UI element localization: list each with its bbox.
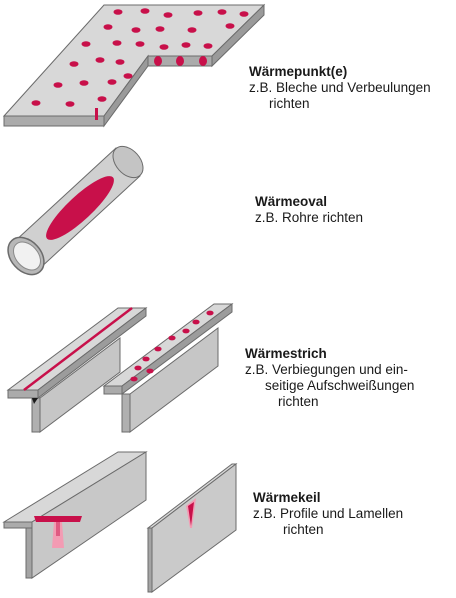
heat-point [81, 41, 91, 47]
beam-heat-points [130, 310, 214, 382]
angle-profile [2, 451, 148, 579]
heat-point [113, 9, 123, 15]
heat-wedge-top [34, 516, 82, 522]
heat-point [123, 73, 133, 79]
heat-point [107, 79, 117, 85]
heat-point [142, 356, 150, 362]
heat-oval [46, 176, 114, 240]
section-title: Wärmestrich [245, 346, 327, 361]
heat-point [112, 40, 122, 46]
t-beam-left [6, 306, 148, 433]
heat-point [206, 310, 214, 316]
heat-point [135, 41, 145, 47]
heat-point [115, 59, 125, 65]
heat-point [140, 8, 150, 14]
section-text: seitige Aufschweißungen [265, 378, 415, 393]
heat-point [182, 328, 190, 334]
heat-point [168, 335, 176, 341]
heat-point [134, 365, 142, 371]
label-waermekeil: Wärmekeil z.B. Profile und Lamellen rich… [253, 490, 403, 538]
lamella [146, 462, 238, 593]
heat-point [192, 319, 200, 325]
heat-point [225, 23, 235, 29]
heat-point [187, 27, 197, 33]
heat-point [155, 26, 165, 32]
heat-point [154, 346, 162, 352]
heat-point [31, 100, 41, 106]
heat-point [163, 12, 173, 18]
heat-point [103, 24, 113, 30]
section-text: z.B. Verbiegungen und ein- [245, 362, 408, 377]
label-waermeoval: Wärmeoval z.B. Rohre richten [255, 194, 363, 226]
section-text: z.B. Rohre richten [255, 210, 364, 225]
label-waermepunkt: Wärmepunkt(e) z.B. Bleche und Verbeulung… [249, 64, 431, 112]
heat-point [130, 376, 138, 382]
section-title: Wärmeoval [255, 194, 328, 209]
heat-point [131, 27, 141, 33]
heat-point [65, 101, 75, 107]
label-waermestrich: Wärmestrich z.B. Verbiegungen und ein- s… [245, 346, 414, 410]
heat-points [31, 8, 249, 107]
section-title: Wärmekeil [253, 490, 321, 505]
heat-point [97, 96, 107, 102]
heat-point [181, 42, 191, 48]
section-text: richten [278, 394, 319, 409]
section-title: Wärmepunkt(e) [249, 64, 348, 79]
edge-heat-points [95, 56, 207, 120]
section-text: richten [283, 522, 324, 537]
l-plate [2, 3, 266, 128]
section-text: richten [269, 96, 310, 111]
section-text: z.B. Profile und Lamellen [253, 506, 404, 521]
heat-point [217, 9, 227, 15]
heat-point [239, 11, 249, 17]
heat-point [53, 82, 63, 88]
pipe [7, 145, 144, 276]
heat-point [146, 368, 154, 374]
heat-point [79, 80, 89, 86]
heat-point [203, 43, 213, 49]
heat-point [69, 61, 79, 67]
heat-point [193, 10, 203, 16]
heat-point [95, 57, 105, 63]
heat-point [159, 44, 169, 50]
heat-line [23, 307, 133, 391]
section-text: z.B. Bleche und Verbeulungen [249, 80, 431, 95]
